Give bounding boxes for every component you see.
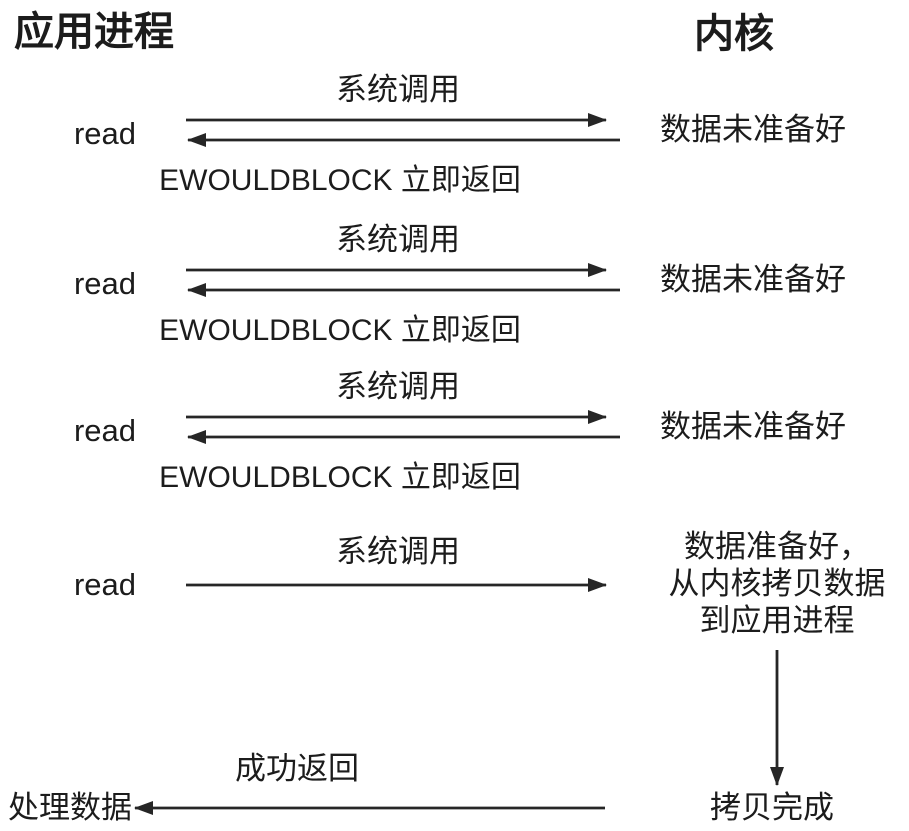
read-call-label: read <box>73 413 137 448</box>
copy-complete-label: 拷贝完成 <box>710 790 834 825</box>
process-data-label: 处理数据 <box>8 790 132 825</box>
success-return-label: 成功返回 <box>235 751 359 786</box>
read-call-label: read <box>73 567 137 602</box>
kernel-state-label: 数据未准备好 <box>660 409 846 444</box>
kernel-state-label: 数据未准备好 <box>660 262 846 297</box>
read-call-label: read <box>73 116 137 151</box>
kernel-header: 内核 <box>694 12 774 56</box>
syscall-label: 系统调用 <box>336 72 460 107</box>
kernel-state-label: 数据未准备好 <box>660 112 846 147</box>
read-call-label: read <box>73 266 137 301</box>
data-ready-note: 数据准备好， 从内核拷贝数据 到应用进程 <box>652 528 902 639</box>
syscall-label: 系统调用 <box>336 369 460 404</box>
data-ready-line-1: 数据准备好， <box>684 529 870 564</box>
syscall-label: 系统调用 <box>336 534 460 569</box>
data-ready-line-2: 从内核拷贝数据 <box>668 566 886 601</box>
data-ready-line-3: 到应用进程 <box>699 603 855 638</box>
ewouldblock-return-label: EWOULDBLOCK 立即返回 <box>159 164 521 197</box>
syscall-label: 系统调用 <box>336 222 460 257</box>
app-process-header: 应用进程 <box>14 10 174 54</box>
ewouldblock-return-label: EWOULDBLOCK 立即返回 <box>159 461 521 494</box>
ewouldblock-return-label: EWOULDBLOCK 立即返回 <box>159 314 521 347</box>
